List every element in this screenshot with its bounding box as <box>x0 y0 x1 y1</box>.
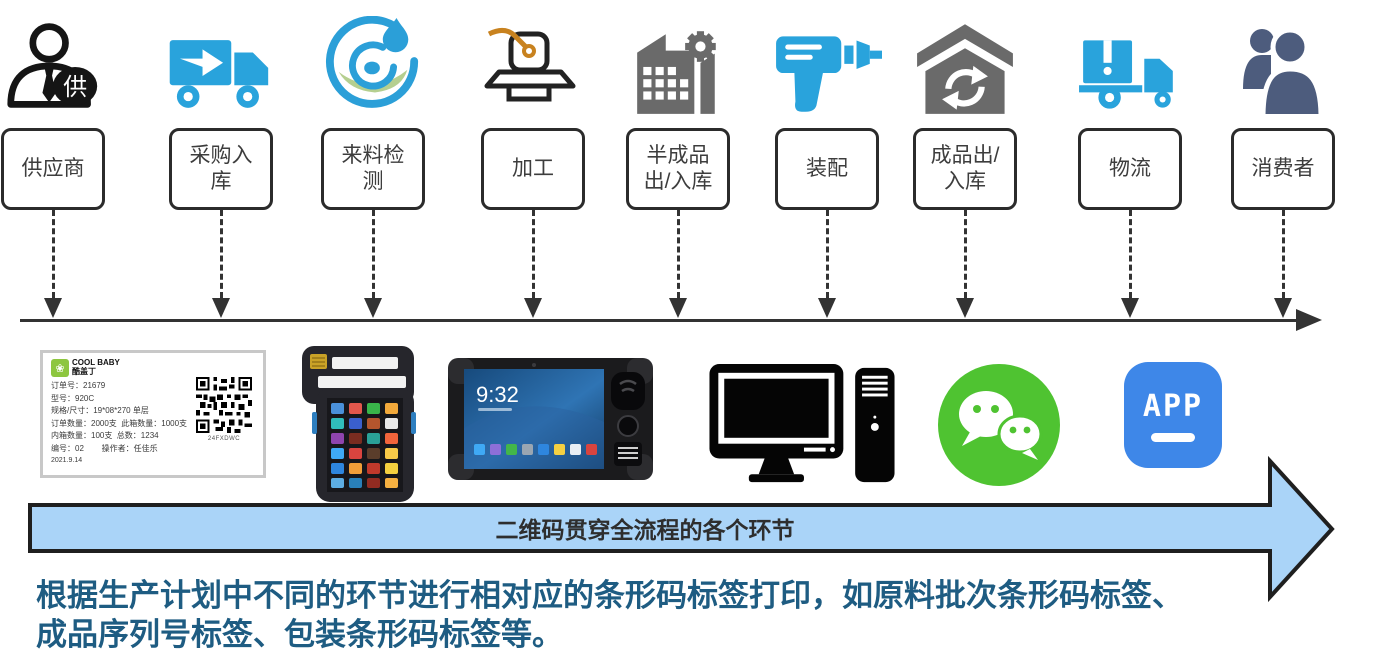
dashed-arrow <box>1281 210 1285 298</box>
drill-icon <box>772 10 882 128</box>
dashed-arrow-head-icon <box>818 298 836 318</box>
stage-purchase-inbound: 采购入 库 <box>159 10 283 318</box>
label-line: 订单数量：2000支 此箱数量：1000支 <box>51 418 188 428</box>
stage-label: 消费者 <box>1251 156 1315 180</box>
stage-box-purchase-inbound: 采购入 库 <box>169 128 273 210</box>
dashed-arrow <box>963 210 967 298</box>
supplier-badge-text: 供 <box>63 74 87 101</box>
stage-consumers: 消费者 <box>1221 10 1345 318</box>
app-icon-text: APP <box>1142 388 1204 424</box>
stage-label: 成品出/ 入库 <box>930 143 1000 193</box>
label-line: 内箱数量：100支 总数：1234 <box>51 431 159 440</box>
stage-supplier: 供 供应商 <box>0 10 115 318</box>
dashed-arrow <box>825 210 829 298</box>
stage-box-logistics: 物流 <box>1078 128 1182 210</box>
dashed-arrow <box>51 210 55 298</box>
label-line: 规格/尺寸：19*08*270 单层 <box>51 406 149 415</box>
dashed-arrow-head-icon <box>1274 298 1292 318</box>
label-line: 型号：920C <box>51 393 95 403</box>
desktop-computer-icon <box>706 362 898 493</box>
tablet-clock: 9:32 <box>476 382 519 407</box>
dashed-arrow <box>676 210 680 298</box>
dashed-arrow-head-icon <box>524 298 542 318</box>
banner-text: 二维码贯穿全流程的各个环节 <box>495 517 795 543</box>
stage-box-machining: 加工 <box>481 128 585 210</box>
stage-label: 采购入 库 <box>189 143 253 193</box>
dashed-arrow-head-icon <box>364 298 382 318</box>
qr-banner-arrow <box>28 455 1335 603</box>
stage-label: 半成品 出/入库 <box>643 143 713 193</box>
stage-incoming-inspection: 来料检 测 <box>311 10 435 318</box>
dashed-arrow <box>219 210 223 298</box>
stage-box-incoming-inspection: 来料检 测 <box>321 128 425 210</box>
stage-label: 装配 <box>806 156 848 180</box>
description-text: 根据生产计划中不同的环节进行相对应的条形码标签打印，如原料批次条形码标签、 成品… <box>36 578 1183 653</box>
inbound-truck-icon <box>167 10 275 128</box>
supplier-person-icon: 供 <box>5 10 101 128</box>
stage-finished-warehouse: 成品出/ 入库 <box>903 10 1027 318</box>
label-brand: ❀ COOL BABY 酷盖丁 <box>51 358 255 377</box>
dashed-arrow-head-icon <box>212 298 230 318</box>
label-date: 2021.9.14 <box>51 457 83 464</box>
dashed-arrow-head-icon <box>1121 298 1139 318</box>
rugged-tablet-image: 9:32 <box>448 358 653 485</box>
dashed-arrow <box>1128 210 1132 298</box>
stage-box-semifinished-warehouse: 半成品 出/入库 <box>626 128 730 210</box>
dashed-arrow-head-icon <box>44 298 62 318</box>
stage-label: 供应商 <box>21 156 85 180</box>
logistics-truck-icon <box>1077 10 1183 128</box>
stage-label: 加工 <box>512 156 554 180</box>
stage-label: 物流 <box>1109 156 1151 180</box>
stage-box-finished-warehouse: 成品出/ 入库 <box>913 128 1017 210</box>
brand-name-en: COOL BABY <box>72 358 120 368</box>
stage-logistics: 物流 <box>1068 10 1192 318</box>
stage-semifinished-warehouse: 半成品 出/入库 <box>616 10 740 318</box>
label-line: 订单号：21679 <box>51 381 106 390</box>
incoming-inspection-icon <box>324 10 422 128</box>
handheld-pda-image <box>288 342 433 512</box>
brand-name-cn: 酷盖丁 <box>72 367 96 376</box>
timeline-arrow <box>20 319 1304 322</box>
warehouse-sync-icon <box>915 10 1015 128</box>
stage-box-supplier: 供应商 <box>1 128 105 210</box>
stage-box-assembly: 装配 <box>775 128 879 210</box>
consumers-icon <box>1235 10 1331 128</box>
stage-label: 来料检 测 <box>341 143 405 193</box>
wechat-icon <box>936 362 1062 493</box>
qr-code-icon: 24FXDWC <box>195 377 253 442</box>
dashed-arrow-head-icon <box>956 298 974 318</box>
stage-machining: 加工 <box>471 10 595 318</box>
brand-logo-icon: ❀ <box>51 359 69 377</box>
label-line: 编号：02 操作者：任佳乐 <box>51 443 158 453</box>
app-icon: APP <box>1124 362 1222 468</box>
dashed-arrow-head-icon <box>669 298 687 318</box>
barcode-label-image: ❀ COOL BABY 酷盖丁 订单号：21679 型号：920C 规格/尺寸：… <box>40 350 266 478</box>
machining-icon <box>483 10 583 128</box>
dashed-arrow <box>531 210 535 298</box>
stage-assembly: 装配 <box>765 10 889 318</box>
qr-caption: 24FXDWC <box>207 436 241 442</box>
timeline-arrow-head-icon <box>1296 309 1322 331</box>
dashed-arrow <box>371 210 375 298</box>
app-icon-bar <box>1151 432 1195 442</box>
factory-gear-icon <box>629 10 727 128</box>
stage-box-consumers: 消费者 <box>1231 128 1335 210</box>
